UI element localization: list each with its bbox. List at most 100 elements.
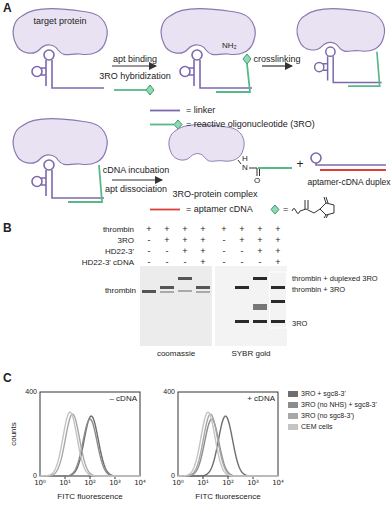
lane-sign: + bbox=[164, 225, 169, 234]
legend-label: 3RO + sgc8-3' bbox=[301, 390, 346, 397]
legend-label: CEM cells bbox=[301, 423, 333, 430]
lane-sign: - bbox=[241, 247, 244, 256]
legend-swatch bbox=[288, 413, 298, 419]
tick-label: 0 bbox=[171, 472, 175, 479]
product-label: 3RO-protein complex bbox=[172, 190, 257, 199]
lane-sign: + bbox=[200, 236, 205, 245]
key-label: = aptamer cDNA bbox=[186, 205, 253, 214]
tick-label: 10⁴ bbox=[134, 480, 146, 487]
lane-sign: + bbox=[182, 236, 187, 245]
amine-label: NH₂ bbox=[222, 42, 237, 50]
step-label: 3RO hybridization bbox=[99, 72, 171, 81]
row-label: thrombin bbox=[103, 226, 134, 234]
lane-sign: + bbox=[182, 225, 187, 234]
product-label: aptamer-cDNA duplex bbox=[307, 178, 390, 187]
lane-sign: - bbox=[259, 258, 262, 267]
band-label: thrombin bbox=[105, 287, 136, 295]
legend-label: 3RO (no sgc8-3') bbox=[301, 412, 354, 419]
key-label: = reactive oligonucleotide (3RO) bbox=[186, 120, 315, 129]
lane-sign: + bbox=[200, 258, 205, 267]
row-label: HD22-3' bbox=[105, 248, 134, 256]
tick-label: 400 bbox=[25, 388, 37, 395]
lane-sign: - bbox=[241, 258, 244, 267]
lane-sign: + bbox=[239, 225, 244, 234]
tick-label: 10¹ bbox=[59, 480, 71, 487]
lane-sign: - bbox=[184, 258, 187, 267]
tick-label: 10⁰ bbox=[34, 480, 46, 487]
histogram-curve bbox=[40, 414, 140, 476]
panel-a-art bbox=[13, 9, 386, 218]
histogram-curve bbox=[40, 412, 140, 476]
lane-sign: + bbox=[275, 258, 280, 267]
panel-letter: A bbox=[3, 2, 12, 14]
gel-label: coomassie bbox=[157, 350, 195, 358]
lane-sign: - bbox=[223, 236, 226, 245]
lane-sign: + bbox=[275, 236, 280, 245]
lane-sign: - bbox=[223, 258, 226, 267]
step-label: cDNA incubation bbox=[103, 166, 170, 175]
tick-label: 400 bbox=[163, 388, 175, 395]
axis-title: FITC fluorescence bbox=[195, 493, 260, 501]
row-label: 3RO bbox=[118, 237, 134, 245]
panel-letter: C bbox=[3, 372, 12, 384]
band-label: 3RO bbox=[292, 320, 307, 328]
tick-label: 10² bbox=[222, 480, 234, 487]
axis-title: FITC fluorescence bbox=[57, 493, 122, 501]
lane-sign: + bbox=[200, 247, 205, 256]
atom-label: N bbox=[242, 164, 248, 172]
band-label: thrombin + duplexed 3RO bbox=[292, 275, 378, 283]
lane-sign: + bbox=[182, 247, 187, 256]
gel-label: SYBR gold bbox=[231, 350, 270, 358]
panel-letter: B bbox=[3, 222, 12, 234]
histogram-curve bbox=[40, 419, 140, 476]
atom-label: O bbox=[254, 177, 260, 185]
key-label: = bbox=[283, 205, 288, 214]
lane-sign: + bbox=[257, 247, 262, 256]
lane-sign: + bbox=[221, 225, 226, 234]
lane-sign: - bbox=[148, 258, 151, 267]
histogram-curve bbox=[178, 419, 278, 476]
row-label: HD22-3' cDNA bbox=[82, 259, 134, 267]
protein-label: target protein bbox=[33, 17, 86, 26]
step-label: apt binding bbox=[113, 55, 157, 64]
lane-sign: + bbox=[200, 225, 205, 234]
tick-label: 0 bbox=[33, 472, 37, 479]
tick-label: 10³ bbox=[247, 480, 259, 487]
legend-label: 3RO (no NHS) + sgc8-3' bbox=[301, 401, 377, 408]
panel-c-axes bbox=[40, 392, 278, 479]
lane-sign: - bbox=[148, 247, 151, 256]
atom-label: H bbox=[242, 155, 248, 163]
legend-swatch bbox=[288, 402, 298, 408]
tick-label: 10¹ bbox=[197, 480, 209, 487]
lane-sign: - bbox=[166, 247, 169, 256]
lane-sign: + bbox=[146, 225, 151, 234]
lane-sign: + bbox=[275, 247, 280, 256]
axis-title: counts bbox=[10, 422, 18, 446]
tick-label: 10³ bbox=[109, 480, 121, 487]
key-label: = linker bbox=[186, 106, 215, 115]
lane-sign: - bbox=[148, 236, 151, 245]
condition-label: – cDNA bbox=[109, 395, 137, 403]
tick-label: 10⁴ bbox=[272, 480, 284, 487]
histogram-curves bbox=[40, 412, 278, 476]
lane-sign: - bbox=[223, 247, 226, 256]
step-label: apt dissociation bbox=[105, 185, 167, 194]
tick-label: 10⁰ bbox=[172, 480, 184, 487]
condition-label: + cDNA bbox=[247, 395, 275, 403]
lane-sign: + bbox=[239, 236, 244, 245]
lane-sign: + bbox=[164, 236, 169, 245]
plus-sign: + bbox=[296, 158, 303, 170]
histogram-curve bbox=[178, 416, 278, 476]
histogram-curve bbox=[40, 416, 140, 476]
legend-swatch bbox=[288, 424, 298, 430]
tick-label: 10² bbox=[84, 480, 96, 487]
step-label: crosslinking bbox=[253, 55, 300, 64]
panel-b-gels bbox=[140, 266, 287, 346]
histogram-curve bbox=[178, 414, 278, 476]
lane-sign: + bbox=[257, 225, 262, 234]
lane-sign: - bbox=[166, 258, 169, 267]
lane-sign: + bbox=[257, 236, 262, 245]
legend-swatch bbox=[288, 391, 298, 397]
